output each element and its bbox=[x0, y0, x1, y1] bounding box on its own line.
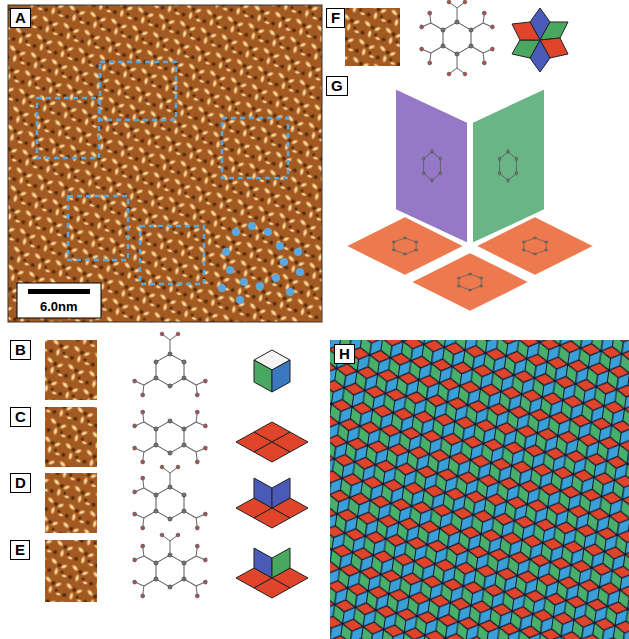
panel-letter: F bbox=[326, 8, 345, 28]
panel-letter: G bbox=[326, 76, 348, 96]
panel-letter: B bbox=[10, 340, 31, 360]
scale-label: 6.0nm bbox=[40, 299, 78, 314]
panel-letter: A bbox=[10, 8, 31, 28]
panel-letter: H bbox=[334, 344, 355, 364]
panel-letter: E bbox=[10, 540, 30, 560]
panel-letter: D bbox=[10, 473, 31, 493]
panel-letter: C bbox=[10, 407, 31, 427]
